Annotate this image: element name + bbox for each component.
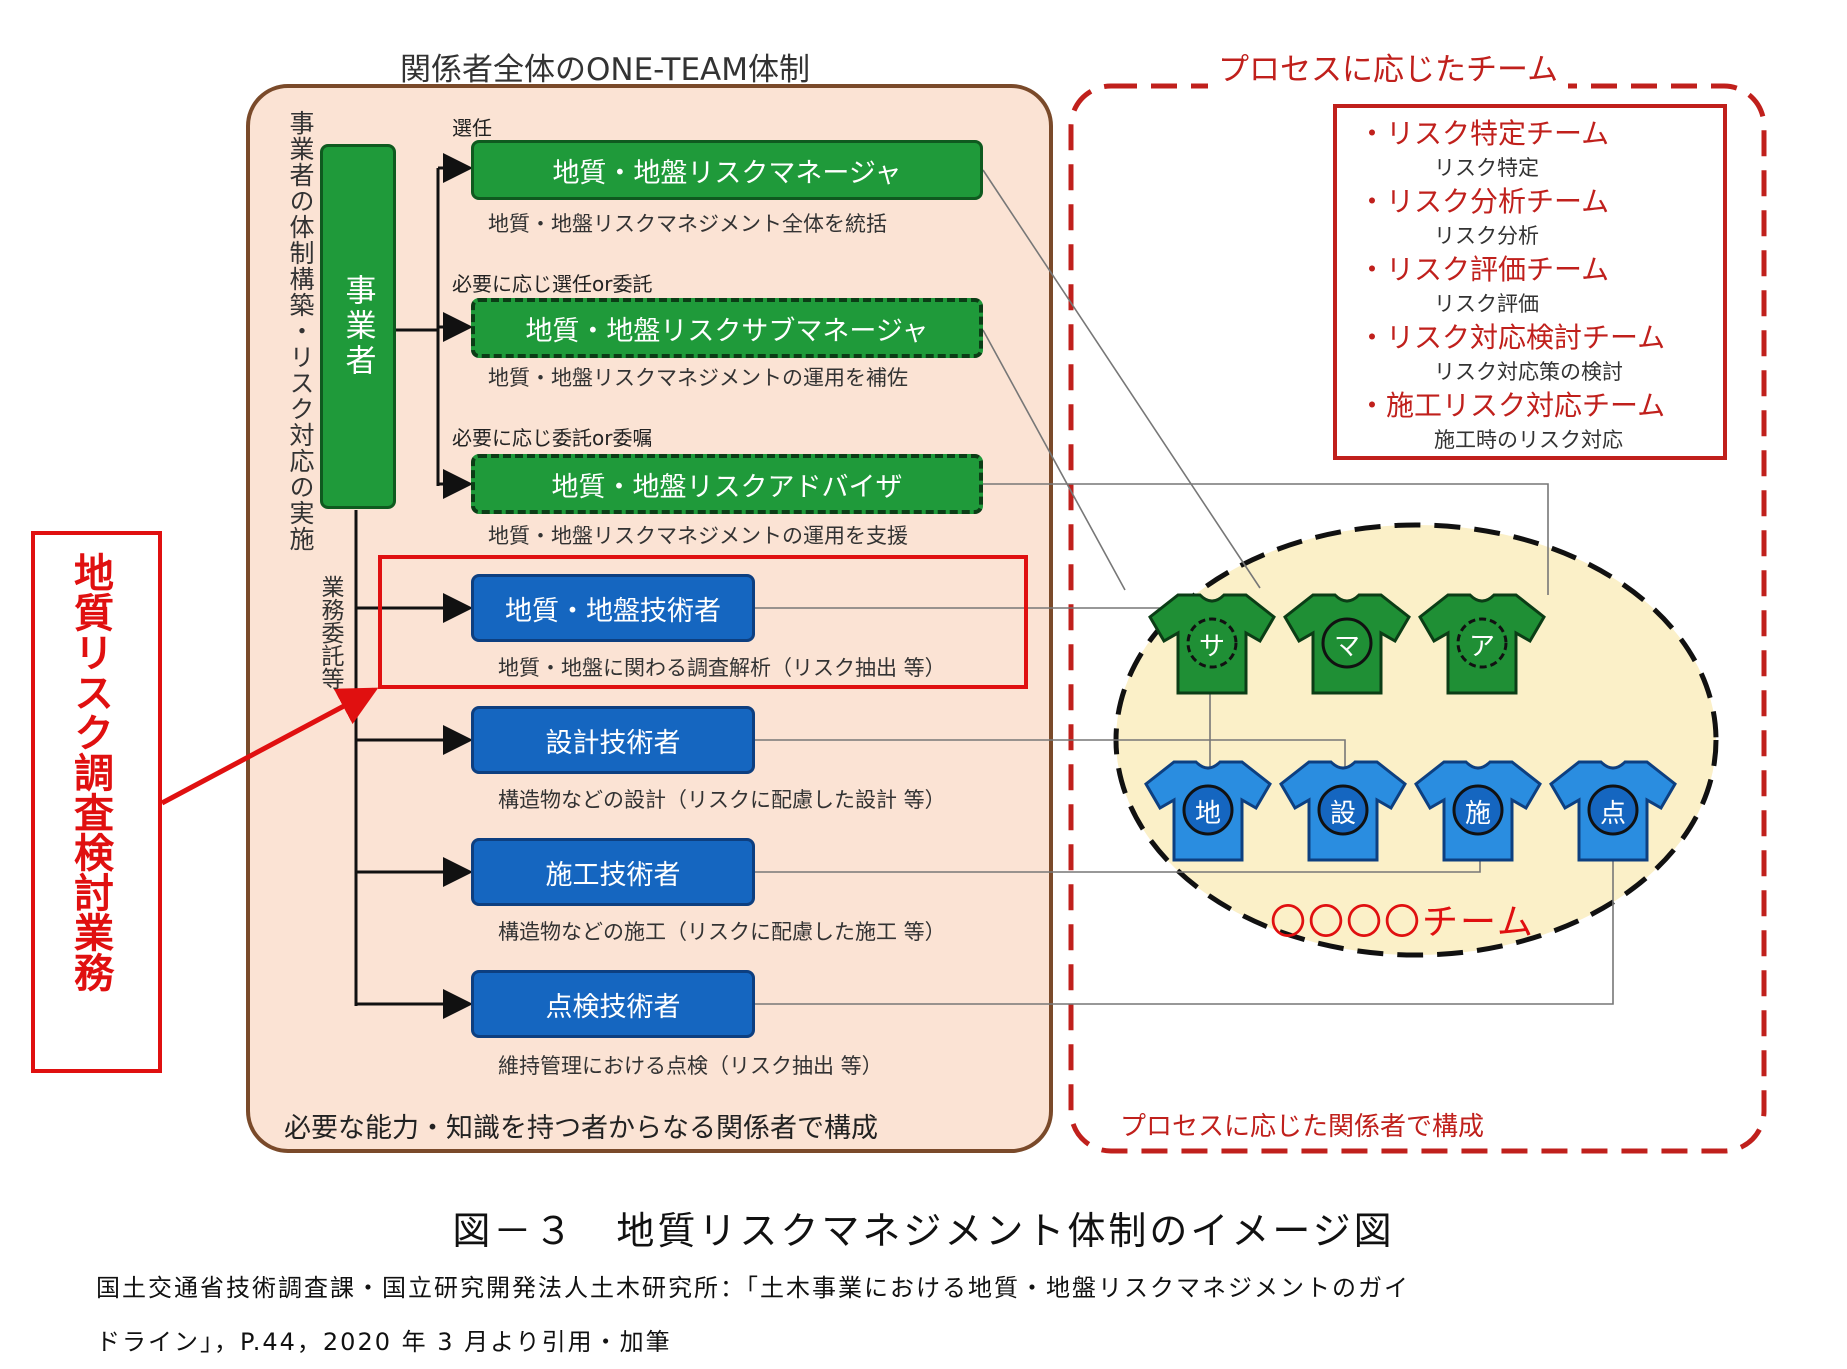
shirt-label-sa: サ (1198, 632, 1225, 662)
shirt-ten (1549, 760, 1677, 862)
manager-tag-1: 選任 (452, 116, 492, 140)
risk-manager-desc: 地質・地盤リスクマネジメント全体を統括 (488, 212, 887, 236)
team-desc: リスク評価 (1434, 292, 1539, 316)
team-desc: リスク特定 (1434, 156, 1539, 180)
manager-tag-2: 必要に応じ選任or委託 (452, 272, 653, 296)
left-panel-title: 関係者全体のONE-TEAM体制 (400, 52, 810, 88)
risk-sub-manager-box[interactable]: 地質・地盤リスクサブマネージャ (471, 298, 983, 358)
shirt-label-chi: 地 (1194, 799, 1221, 829)
right-panel-title: プロセスに応じたチーム (1208, 44, 1569, 89)
team-item-identify: ・リスク特定チーム リスク特定 (1358, 112, 1718, 180)
team-name: ・リスク分析チーム (1358, 185, 1610, 218)
team-item-response: ・リスク対応検討チーム リスク対応策の検討 (1358, 316, 1718, 384)
shirt-label-ten: 点 (1599, 799, 1626, 829)
design-engineer-desc: 構造物などの設計（リスクに配慮した設計 等） (498, 788, 946, 812)
team-name: ・リスク対応検討チーム (1358, 321, 1666, 354)
team-name: ・リスク評価チーム (1358, 253, 1610, 286)
left-panel-footer: 必要な能力・知識を持つ者からなる関係者で構成 (284, 1113, 878, 1144)
team-name: ・リスク特定チーム (1358, 117, 1610, 150)
team-list-box (1333, 104, 1727, 460)
team-name: ・施工リスク対応チーム (1358, 389, 1666, 422)
construction-engineer-desc: 構造物などの施工（リスクに配慮した施工 等） (498, 920, 946, 944)
team-list: ・リスク特定チーム リスク特定 ・リスク分析チーム リスク分析 ・リスク評価チー… (1358, 112, 1718, 452)
inspection-engineer-box[interactable]: 点検技術者 (471, 970, 755, 1038)
geo-engineer-box[interactable]: 地質・地盤技術者 (471, 574, 755, 642)
design-engineer-box[interactable]: 設計技術者 (471, 706, 755, 774)
highlight-box (378, 555, 1028, 689)
operator-box: 事業者 (320, 144, 396, 509)
shirt-label-ma: マ (1333, 632, 1360, 662)
operator-label: 事業者 (339, 274, 376, 379)
construction-engineer-box[interactable]: 施工技術者 (471, 838, 755, 906)
figure-caption: 図－３ 地質リスクマネジメント体制のイメージ図 (452, 1209, 1395, 1253)
shirt-se (1414, 760, 1542, 862)
team-item-analysis: ・リスク分析チーム リスク分析 (1358, 180, 1718, 248)
team-desc: リスク対応策の検討 (1434, 360, 1623, 384)
risk-manager-box[interactable]: 地質・地盤リスクマネージャ (471, 140, 983, 200)
risk-advisor-box[interactable]: 地質・地盤リスクアドバイザ (471, 454, 983, 514)
manager-tag-3: 必要に応じ委託or委嘱 (452, 426, 653, 450)
shirt-sa (1148, 593, 1276, 695)
source-line-2: ドライン」，P.44，2020 年 3 月より引用・加筆 (96, 1328, 672, 1356)
annotation-box (31, 531, 162, 1073)
shirt-a (1418, 593, 1546, 695)
team-desc: 施工時のリスク対応 (1434, 428, 1623, 452)
team-name-label: 〇〇〇〇チーム (1270, 902, 1535, 943)
shirt-setsu (1279, 760, 1407, 862)
annotation-arrow (160, 687, 379, 806)
right-panel-footer: プロセスに応じた関係者で構成 (1120, 1112, 1485, 1142)
inspection-engineer-desc: 維持管理における点検（リスク抽出 等） (498, 1054, 883, 1078)
shirt-label-a: ア (1468, 632, 1495, 662)
operator-vertical-label: 事業者の体制構築・リスク対応の実施 (286, 110, 315, 552)
risk-sub-manager-desc: 地質・地盤リスクマネジメントの運用を補佐 (488, 366, 908, 390)
annotation-label: 地質リスク調査検討業務 (67, 552, 113, 992)
team-item-evaluation: ・リスク評価チーム リスク評価 (1358, 248, 1718, 316)
risk-advisor-desc: 地質・地盤リスクマネジメントの運用を支援 (488, 524, 908, 548)
process-team-panel (1068, 83, 1767, 1154)
source-line-1: 国土交通省技術調査課・国立研究開発法人土木研究所：「土木事業における地質・地盤リ… (96, 1274, 1410, 1302)
team-item-construction: ・施工リスク対応チーム 施工時のリスク対応 (1358, 384, 1718, 452)
team-desc: リスク分析 (1434, 224, 1539, 248)
shirt-chi (1144, 760, 1272, 862)
shirt-label-setsu: 設 (1329, 799, 1356, 829)
geo-engineer-desc: 地質・地盤に関わる調査解析（リスク抽出 等） (498, 656, 946, 680)
shirt-ma (1283, 593, 1411, 695)
contract-label: 業務委託等 (317, 575, 343, 690)
shirt-label-se: 施 (1464, 799, 1491, 829)
